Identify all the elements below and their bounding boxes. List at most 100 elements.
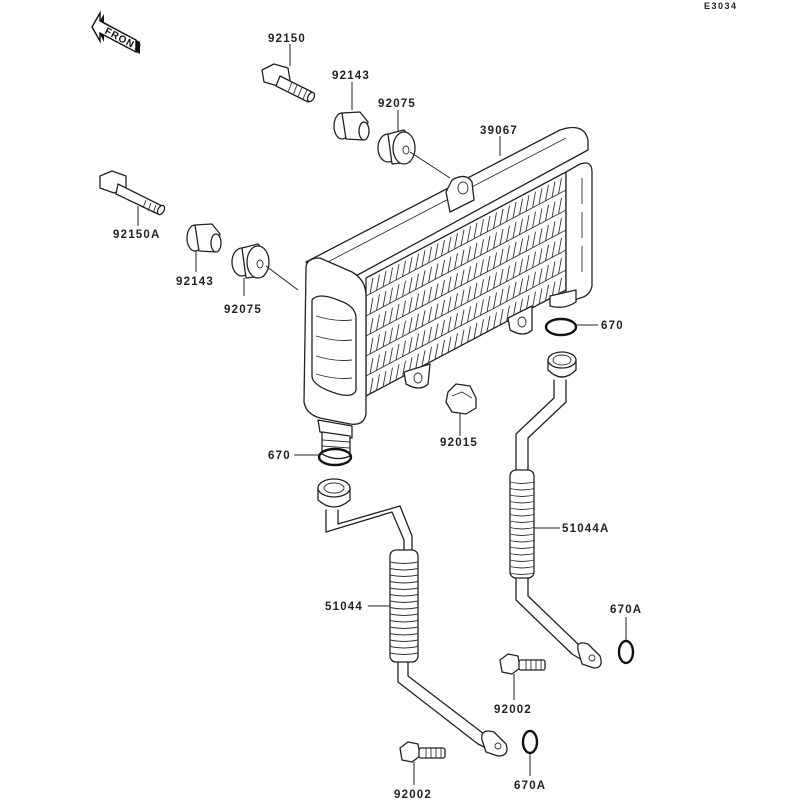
fin bbox=[480, 259, 484, 276]
cap-nut-92015[interactable] bbox=[445, 383, 477, 415]
o-ring-670A-right[interactable] bbox=[617, 639, 635, 665]
o-ring-670-left[interactable] bbox=[317, 447, 353, 467]
label-92143-left: 92143 bbox=[176, 276, 214, 288]
fin bbox=[447, 256, 452, 273]
fin bbox=[506, 285, 510, 302]
fin bbox=[506, 225, 510, 242]
rib bbox=[389, 652, 419, 655]
bolt-92150A[interactable] bbox=[99, 170, 166, 216]
fin bbox=[434, 263, 439, 280]
fin bbox=[460, 229, 465, 246]
collar-92143-top[interactable] bbox=[333, 111, 370, 141]
fin bbox=[395, 284, 400, 301]
oil-pipe-51044A[interactable] bbox=[509, 351, 602, 669]
rib bbox=[389, 607, 419, 610]
fin bbox=[486, 275, 491, 292]
rib bbox=[509, 546, 535, 549]
fin bbox=[441, 319, 445, 337]
rib bbox=[389, 639, 419, 642]
fin bbox=[486, 255, 491, 272]
fin bbox=[486, 295, 491, 312]
o-ring-670-right[interactable] bbox=[544, 317, 578, 337]
fin bbox=[480, 239, 484, 256]
rib bbox=[509, 514, 535, 517]
fin bbox=[467, 266, 471, 283]
fin bbox=[538, 288, 543, 305]
fin bbox=[421, 310, 426, 327]
fin bbox=[473, 222, 478, 239]
rib bbox=[389, 600, 419, 603]
label-670A-bottom: 670A bbox=[514, 780, 546, 792]
rib bbox=[509, 540, 535, 543]
fin bbox=[428, 286, 432, 303]
collar-92143-left[interactable] bbox=[186, 223, 222, 253]
rib bbox=[509, 481, 535, 484]
fin bbox=[545, 204, 549, 221]
label-92143-top: 92143 bbox=[332, 70, 370, 82]
fin bbox=[512, 282, 517, 299]
label-92075-top: 92075 bbox=[378, 98, 416, 110]
rib bbox=[509, 533, 535, 536]
oil-cooler-39067[interactable] bbox=[303, 126, 593, 460]
rib bbox=[389, 626, 419, 629]
fin bbox=[499, 248, 504, 266]
rib bbox=[509, 527, 535, 530]
rib bbox=[509, 520, 535, 523]
fin bbox=[545, 184, 549, 201]
grommet-92075-top[interactable] bbox=[377, 129, 416, 165]
fin bbox=[558, 257, 562, 275]
fin bbox=[421, 250, 426, 267]
fin bbox=[376, 294, 380, 311]
fin bbox=[369, 317, 374, 334]
fin bbox=[512, 262, 517, 279]
fin bbox=[454, 293, 458, 310]
label-92002-bottom: 92002 bbox=[394, 789, 432, 800]
fin bbox=[382, 350, 387, 368]
front-direction-arrow: FRONT bbox=[91, 10, 143, 54]
oil-pipe-51044[interactable] bbox=[317, 478, 508, 757]
fin bbox=[467, 226, 471, 243]
fin bbox=[447, 316, 452, 333]
fin bbox=[415, 353, 419, 370]
fin bbox=[473, 302, 478, 319]
fin bbox=[408, 277, 413, 294]
fin bbox=[369, 277, 374, 294]
diagram-code: E3034 bbox=[704, 1, 738, 11]
fin bbox=[395, 304, 400, 321]
fin bbox=[382, 290, 387, 308]
fin bbox=[428, 346, 432, 363]
fin bbox=[473, 242, 478, 259]
fin bbox=[441, 259, 445, 277]
fin bbox=[480, 299, 484, 316]
fin bbox=[376, 374, 380, 391]
fin bbox=[428, 326, 432, 343]
fin bbox=[545, 244, 549, 261]
fin bbox=[519, 198, 523, 215]
fin bbox=[545, 264, 549, 281]
label-92002-right: 92002 bbox=[494, 704, 532, 716]
fin bbox=[395, 344, 400, 361]
grommet-92075-left[interactable] bbox=[231, 243, 270, 279]
fin bbox=[447, 336, 452, 353]
fin bbox=[499, 208, 504, 226]
fin bbox=[382, 330, 387, 348]
fin bbox=[486, 315, 491, 332]
bolt-92002-right[interactable] bbox=[499, 653, 546, 675]
fin bbox=[486, 235, 491, 252]
fin bbox=[551, 241, 556, 258]
fin bbox=[389, 287, 393, 304]
bolt-92150[interactable] bbox=[261, 63, 316, 103]
label-51044A: 51044A bbox=[562, 523, 609, 535]
rib bbox=[389, 646, 419, 649]
rib bbox=[509, 494, 535, 497]
o-ring-670A-bottom[interactable] bbox=[521, 729, 539, 755]
rib bbox=[389, 613, 419, 616]
rib bbox=[389, 587, 419, 590]
fin bbox=[467, 286, 471, 303]
bolt-92002-bottom[interactable] bbox=[399, 741, 446, 763]
fin bbox=[551, 221, 556, 238]
rib bbox=[509, 572, 535, 575]
fin bbox=[467, 246, 471, 263]
fin bbox=[415, 313, 419, 330]
